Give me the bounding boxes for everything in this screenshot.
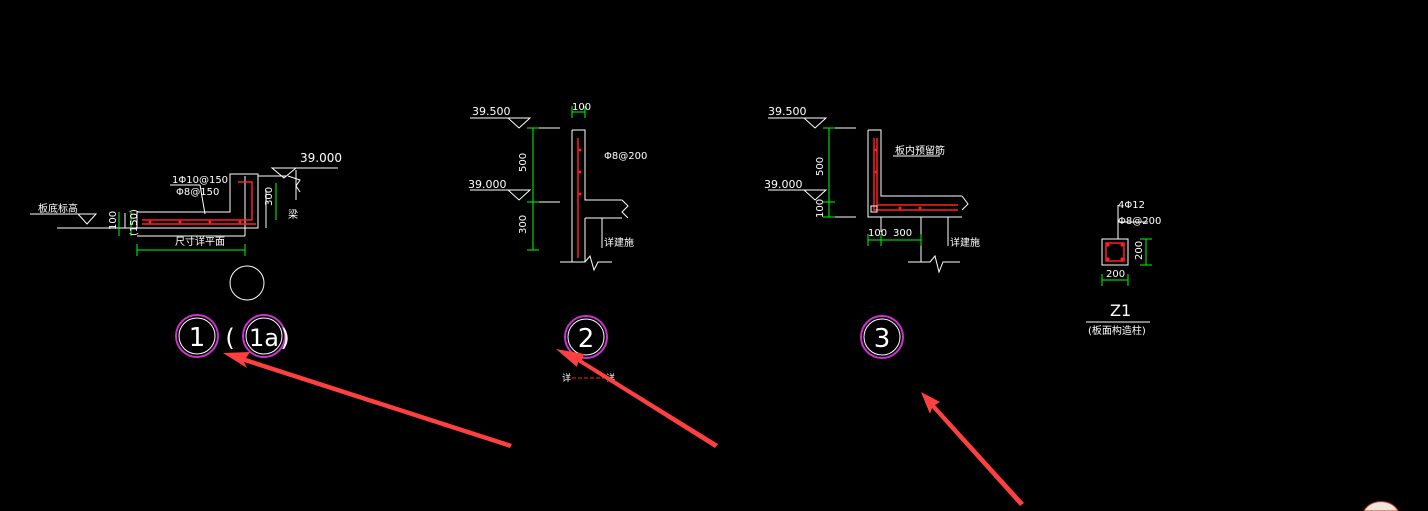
column-z1-name: Z1 (1110, 301, 1131, 320)
detail-2-note-left: 详 (562, 372, 571, 384)
detail-3-rebar (873, 138, 958, 211)
detail-3-bubble-label: 3 (874, 324, 891, 354)
detail-1-dim-100: 100 (108, 211, 119, 230)
detail-2-dim-300: 300 (518, 215, 529, 234)
column-z1-dimensions (1101, 238, 1152, 286)
detail-1-dim-300: 300 (264, 187, 275, 206)
detail-1-left-label: 板底标高 (38, 202, 78, 215)
detail-1-paren-close: ) (280, 324, 289, 352)
arrow-1-icon (223, 352, 512, 448)
detail-2-level-top: 39.500 (472, 105, 511, 118)
detail-2 (470, 117, 629, 272)
annotation-arrows (223, 349, 1024, 506)
corner-partial-circle (1363, 501, 1399, 511)
detail-2-bubble[interactable]: 2 (564, 315, 608, 359)
detail-1-right-tick: 梁 (288, 208, 298, 221)
detail-1-rebar-stirrup: Φ8@150 (176, 187, 219, 198)
detail-3-wall-label: 详建施 (950, 236, 980, 249)
column-z1-note: (板面构造柱) (1088, 324, 1146, 337)
arrow-2-icon (556, 349, 718, 448)
detail-2-wall-label: 详建施 (604, 236, 634, 249)
detail-1-rebar (142, 181, 256, 225)
detail-2-level-mid: 39.000 (468, 178, 507, 191)
detail-1-level-top: 39.000 (300, 151, 342, 165)
detail-1-dim-bottom: 尺寸详平面 (175, 235, 225, 248)
detail-1-bubble-alt: 1a (249, 324, 279, 352)
detail-1-rebar-dots (148, 220, 242, 224)
detail-3-dimensions (823, 127, 922, 246)
detail-1-bubble-main: 1 (189, 323, 206, 353)
detail-1-dim-150: (150) (129, 209, 140, 236)
detail-2-rebar-dots (578, 148, 582, 196)
detail-3-bubble[interactable]: 3 (860, 315, 904, 359)
detail-1-paren-open: ( (225, 324, 234, 352)
detail-2-rebar: Φ8@200 (604, 151, 647, 162)
column-z1-rebar (1105, 242, 1125, 262)
detail-3-dim-100: 100 (815, 199, 826, 218)
detail-2-dimensions (527, 106, 586, 251)
detail-3-dim-500: 500 (815, 157, 826, 176)
detail-1-dimensions (118, 183, 277, 256)
detail-2-dim-500: 500 (518, 153, 529, 172)
detail-1-blank-bubble (229, 265, 265, 301)
detail-2-bubble-label: 2 (578, 324, 595, 354)
detail-3-rebar-dots (870, 148, 922, 213)
column-z1 (1086, 205, 1150, 323)
arrow-3-icon (921, 392, 1024, 506)
detail-3-level-top: 39.500 (768, 105, 807, 118)
detail-3-dim-100b: 100 (868, 228, 887, 239)
column-z1-rebar-stirrup: Φ8@200 (1118, 216, 1161, 227)
detail-3-level-mid: 39.000 (764, 178, 803, 191)
detail-1-rebar-top: 1Φ10@150 (172, 175, 228, 186)
detail-2-dim-100: 100 (572, 102, 591, 113)
column-z1-dim-height: 200 (1134, 241, 1145, 260)
detail-1-bubbles[interactable]: 1 ( 1a ) (175, 314, 290, 358)
column-z1-rebar-main: 4Φ12 (1118, 200, 1145, 211)
detail-1 (30, 167, 338, 237)
detail-3-rebar-note: 板内预留筋 (895, 144, 945, 157)
detail-3-dim-300: 300 (893, 228, 912, 239)
column-z1-dim-width: 200 (1106, 269, 1125, 280)
